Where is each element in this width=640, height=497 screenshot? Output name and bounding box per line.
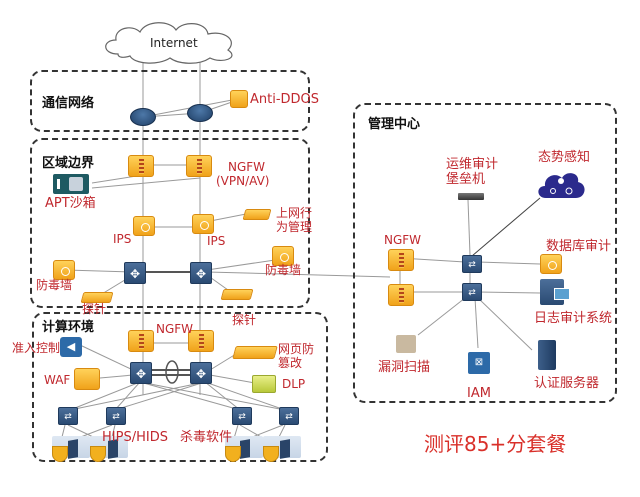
host-screen-3 [240,439,250,459]
ngfw-vpn-sub-label: (VPN/AV) [216,174,270,188]
router-right-icon [187,104,213,122]
zone-title-boundary: 区域边界 [42,156,95,171]
ngfw-right-icon [186,155,212,177]
shield-4-icon [263,446,279,462]
antivirus-gateway-left-icon [53,260,75,280]
situation-awareness-label: 态势感知 [538,150,591,165]
zone-title-communication: 通信网络 [42,96,95,111]
vuln-scan-label: 漏洞扫描 [378,360,431,375]
internet-cloud-icon [105,22,233,64]
mgmt-ngfw-top-icon [388,249,414,271]
router-left-icon [130,108,156,126]
internet-label: Internet [150,36,198,50]
bastion-host-icon [458,193,484,200]
db-audit-icon [540,254,562,274]
access-switch-4-icon: ⇄ [279,407,299,425]
mgmt-switch-bottom-icon: ⇄ [462,283,482,301]
zone-communication-network [30,70,310,132]
ips-left-icon [133,216,155,236]
zone-management-center [353,103,617,403]
anti-ddos-device-icon [230,90,248,108]
iam-label: IAM [467,386,491,401]
compute-core-switch-right-icon: ✥ [190,362,212,384]
core-switch-left-icon: ✥ [124,262,146,284]
zone-title-management: 管理中心 [368,117,421,132]
zone-compute-environment [32,312,328,462]
db-audit-label: 数据库审计 [546,239,612,254]
antivirus-gateway-left-label: 防毒墙 [36,278,73,292]
apt-sandbox-icon [53,174,89,194]
zone-title-compute: 计算环境 [42,320,95,335]
antivirus-software-label: 杀毒软件 [180,430,233,445]
compute-ngfw-right-icon [188,330,214,352]
access-switch-3-icon: ⇄ [232,407,252,425]
ips-left-label: IPS [113,232,132,246]
antivirus-gateway-right-label: 防毒墙 [265,263,302,277]
hips-label: HIPS/HIDS [102,430,168,445]
compute-ngfw-left-icon [128,330,154,352]
auth-server-icon [538,340,556,370]
compute-ngfw-label: NGFW [156,322,194,336]
dlp-icon [252,375,276,393]
compute-core-switch-left-icon: ✥ [130,362,152,384]
probe-right-label: 探针 [232,313,257,327]
access-switch-2-icon: ⇄ [106,407,126,425]
mgmt-ngfw-bottom-icon [388,284,414,306]
antivirus-gateway-right-icon [272,246,294,266]
dlp-label: DLP [282,377,306,391]
shield-2-icon [90,446,106,462]
nac-icon: ◀ [60,337,82,357]
behavior-management-label-2: 为管理 [276,220,313,234]
apt-sandbox-label: APT沙箱 [45,196,96,211]
web-tamper-label: 网页防 [278,342,315,356]
waf-label: WAF [44,373,71,387]
host-screen-4 [280,439,290,459]
nac-label: 准入控制 [12,341,61,355]
probe-right-icon [220,289,254,300]
shield-3-icon [225,446,241,462]
ngfw-left-icon [128,155,154,177]
iam-icon: ⊠ [468,352,490,374]
promo-text: 测评85+分套餐 [424,432,567,456]
behavior-management-label: 上网行 [276,206,313,220]
probe-left-label: 探针 [82,302,107,316]
shield-1-icon [52,446,68,462]
core-switch-right-icon: ✥ [190,262,212,284]
waf-icon [74,368,100,390]
web-tamper-icon [232,346,278,359]
zone-area-boundary [30,138,310,308]
log-audit-icon [540,279,570,305]
auth-server-label: 认证服务器 [534,376,600,391]
web-tamper-label-2: 篡改 [278,356,303,370]
bastion-host-label-2: 堡垒机 [446,172,486,187]
behavior-management-icon [242,209,272,220]
situation-awareness-cloud-icon [538,173,585,198]
mgmt-ngfw-label: NGFW [384,233,422,247]
ips-right-label: IPS [207,234,226,248]
access-switch-1-icon: ⇄ [58,407,78,425]
vuln-scan-icon [396,335,416,353]
bastion-host-label: 运维审计 [446,157,499,172]
ngfw-vpn-label: NGFW [228,160,266,174]
ips-right-icon [192,214,214,234]
anti-ddos-label: Anti-DDOS [250,92,320,107]
mgmt-switch-top-icon: ⇄ [462,255,482,273]
host-screen-1 [68,439,78,459]
log-audit-label: 日志审计系统 [534,311,613,326]
